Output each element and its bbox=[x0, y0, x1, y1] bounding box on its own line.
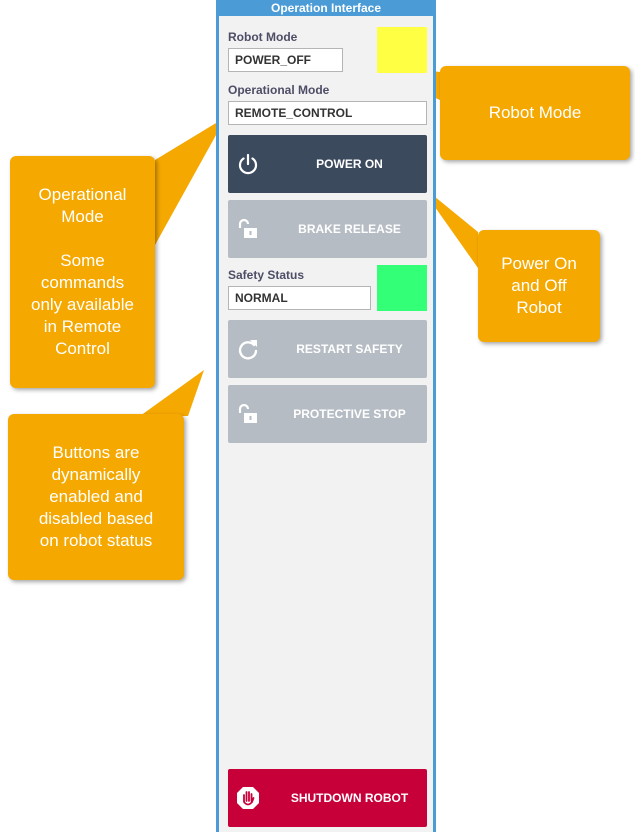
panel-title: Operation Interface bbox=[219, 0, 433, 16]
restart-safety-label: RESTART SAFETY bbox=[296, 342, 403, 356]
operational-mode-callout-pointer bbox=[155, 117, 226, 245]
power-icon bbox=[238, 153, 258, 175]
brake-release-label: BRAKE RELEASE bbox=[298, 222, 401, 236]
operational-mode-field: REMOTE_CONTROL bbox=[228, 101, 427, 125]
operation-panel: Operation Interface Robot Mode POWER_OFF… bbox=[216, 0, 436, 832]
buttons-callout: Buttons are dynamically enabled and disa… bbox=[8, 414, 184, 580]
power-on-label: POWER ON bbox=[316, 157, 383, 171]
safety-status-field: NORMAL bbox=[228, 286, 371, 310]
safety-status-indicator bbox=[377, 265, 427, 311]
brake-release-button[interactable]: BRAKE RELEASE bbox=[228, 200, 427, 258]
protective-stop-button[interactable]: PROTECTIVE STOP bbox=[228, 385, 427, 443]
robot-mode-label: Robot Mode bbox=[228, 30, 298, 44]
robot-mode-callout: Robot Mode bbox=[440, 66, 630, 160]
restart-safety-button[interactable]: RESTART SAFETY bbox=[228, 320, 427, 378]
unlock-icon bbox=[238, 218, 257, 238]
operational-mode-callout-text: Operational Mode Some commands only avai… bbox=[30, 185, 134, 358]
buttons-callout-pointer bbox=[140, 370, 204, 416]
power-callout: Power On and Off Robot bbox=[478, 230, 600, 342]
safety-status-label: Safety Status bbox=[228, 268, 305, 282]
robot-mode-field: POWER_OFF bbox=[228, 48, 343, 72]
shutdown-robot-label: SHUTDOWN ROBOT bbox=[290, 791, 409, 805]
operational-mode-label: Operational Mode bbox=[228, 83, 330, 97]
power-on-button[interactable]: POWER ON bbox=[228, 135, 427, 193]
robot-mode-callout-text: Robot Mode bbox=[488, 103, 582, 122]
shutdown-robot-button[interactable]: SHUTDOWN ROBOT bbox=[228, 769, 427, 827]
stop-hand-icon bbox=[237, 787, 259, 809]
buttons-callout-text: Buttons are dynamically enabled and disa… bbox=[38, 443, 154, 550]
protective-stop-label: PROTECTIVE STOP bbox=[293, 407, 406, 421]
robot-mode-indicator bbox=[377, 27, 427, 73]
unlock-icon bbox=[238, 403, 257, 423]
power-callout-text: Power On and Off Robot bbox=[501, 254, 577, 317]
restart-icon bbox=[238, 340, 258, 360]
operational-mode-callout: Operational Mode Some commands only avai… bbox=[10, 156, 155, 388]
